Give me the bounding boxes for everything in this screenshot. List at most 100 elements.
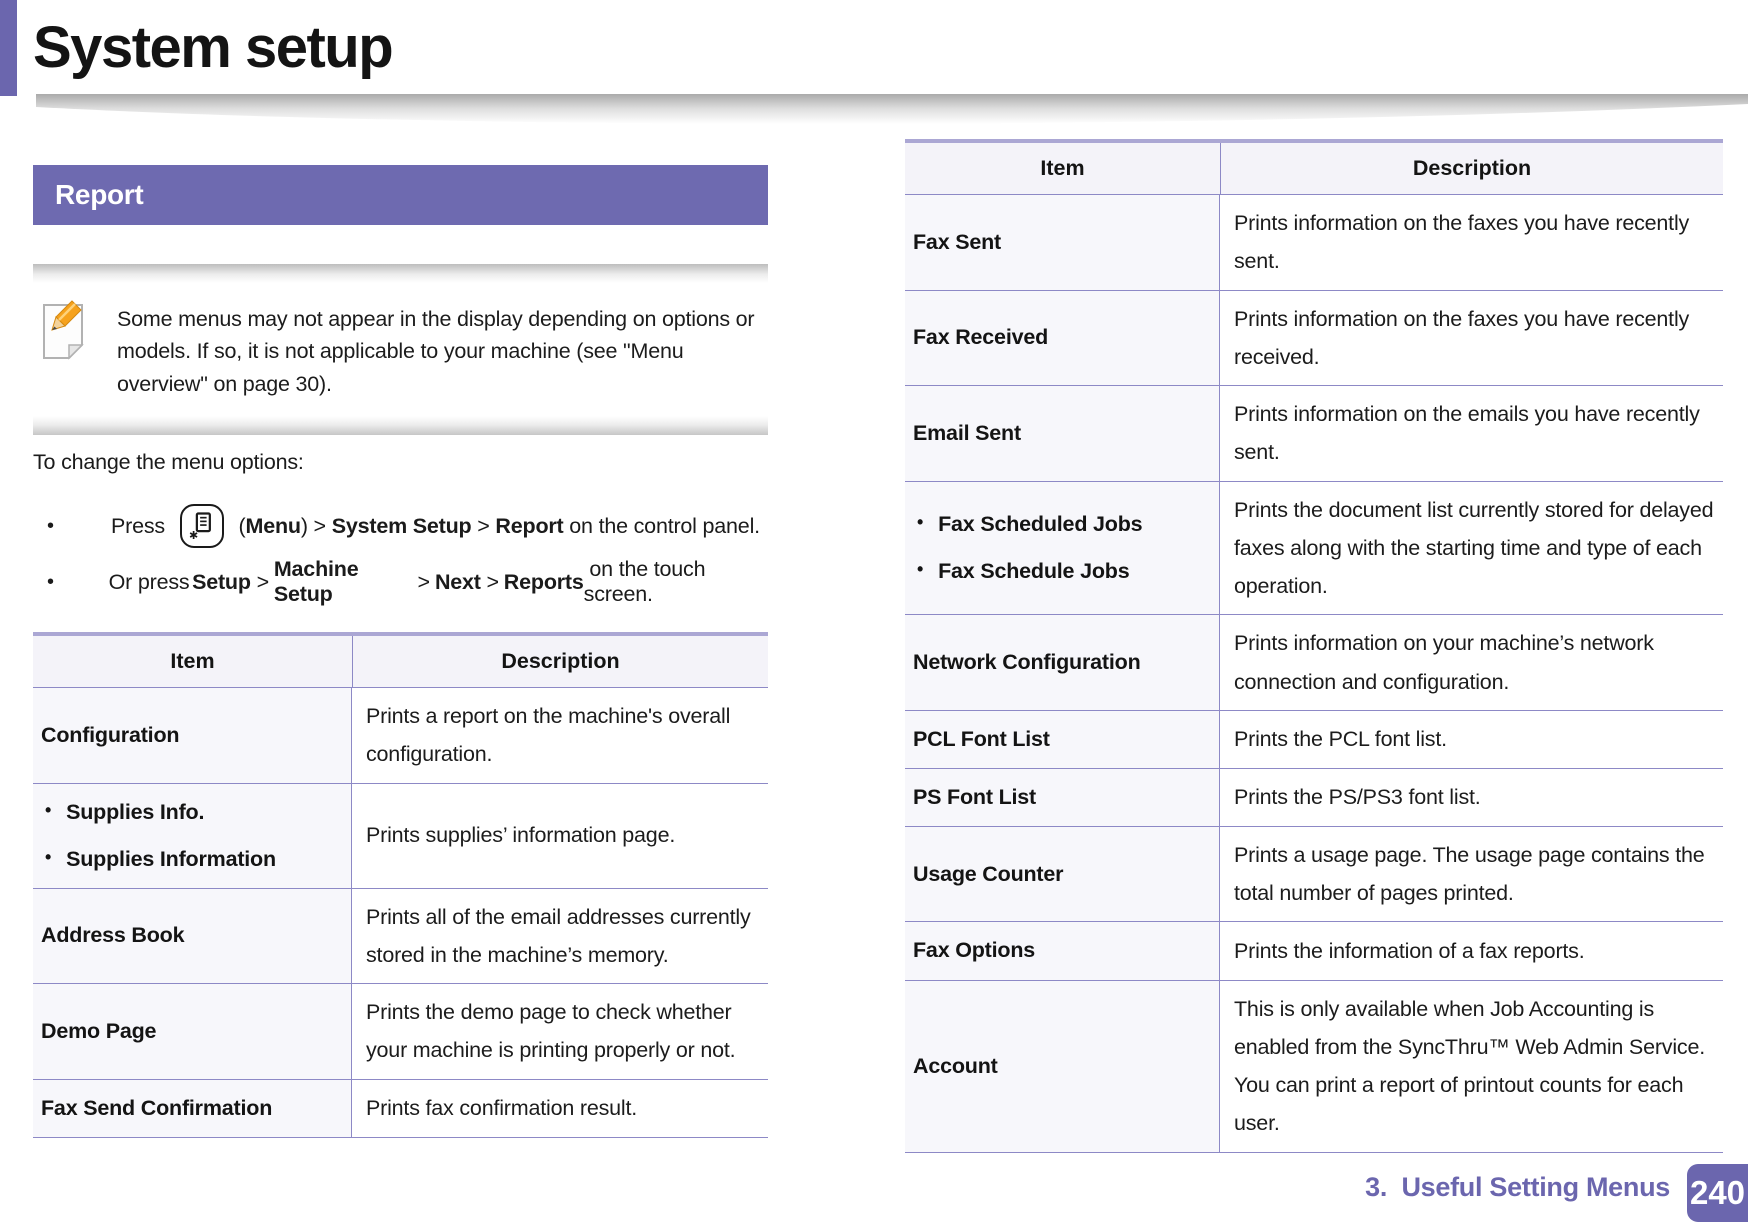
instruction-text: ) > [300,513,332,538]
table-row: • Supplies Info. • Supplies Information Prin… [33,783,768,889]
item-label: Supplies Info. [66,799,205,824]
svg-text:✱: ✱ [189,530,198,540]
description-cell: Prints information on the faxes you have… [1220,195,1723,291]
instruction-text: > [250,569,275,594]
table-row: Configuration Prints a report on the mach… [33,688,768,784]
table-row: Demo Page Prints the demo page to check w… [33,984,768,1080]
column-header: Description [1220,143,1723,195]
item-label: Fax Scheduled Jobs [938,511,1143,536]
description-cell: Prints fax confirmation result. [352,1080,768,1138]
instruction-text: > [417,569,436,594]
table-row: Address Book Prints all of the email addr… [33,888,768,985]
note-box: Some menus may not appear in the display… [33,264,768,435]
instruction-control-panel: Press ✱ (Menu) > System Setup > Report o… [33,500,773,552]
item-label: Account [913,1053,998,1078]
instruction-touch-screen: Or press Setup > Machine Setup> Next > R… [33,556,773,608]
intro-text: To change the menu options: [33,450,304,474]
note-bottom-rule [33,415,768,435]
menu-path-label: Setup [192,569,251,594]
table-row: Network Configuration Prints information … [905,615,1723,711]
description-cell: Prints information on the faxes you have… [1220,291,1723,387]
menu-path-label: Machine Setup [273,557,365,606]
instruction-text: on the control panel. [563,513,760,538]
note-text: Some menus may not appear in the display… [117,307,755,396]
instruction-text: on the touch screen. [583,557,712,606]
bullet-dot: • [917,558,924,579]
item-label: Email Sent [913,420,1021,445]
instruction-text: > [480,569,505,594]
description-cell: Prints the PS/PS3 font list. [1220,769,1723,827]
description-cell: Prints a report on the machine's overall… [352,688,768,784]
item-cell: Fax Options [905,922,1220,981]
item-cell: PS Font List [905,768,1220,827]
bullet-dot: • [45,799,52,820]
item-cell: Fax Sent [905,195,1220,291]
table-row: Account This is only available when Job A… [905,980,1723,1153]
section-header-report: Report [33,165,768,225]
description-cell: Prints the information of a fax reports. [1220,922,1723,981]
column-header: Item [905,143,1220,195]
menu-instructions-list: Press ✱ (Menu) > System Setup > Report o… [33,500,773,612]
instruction-text: > [471,513,496,538]
menu-path-label: Report [495,513,564,538]
column-header: Description [352,636,768,688]
bullet-dot: • [45,846,52,867]
instruction-text: Press [111,513,171,538]
item-label: Address Book [41,923,185,948]
table-row: Email Sent Prints information on the emai… [905,386,1723,482]
description-cell: Prints information on the emails you hav… [1220,386,1723,482]
item-label: Fax Received [913,325,1049,350]
item-label: Fax Schedule Jobs [938,558,1130,583]
instruction-text: ( [232,513,246,538]
item-cell: Address Book [33,888,352,985]
menu-path-label: Menu [245,513,301,538]
page-accent-block [0,0,17,96]
item-cell: Account [905,980,1220,1153]
item-cell: Network Configuration [905,615,1220,711]
description-cell: Prints information on your machine’s net… [1220,615,1723,711]
item-label: Fax Options [913,938,1036,963]
description-cell: This is only available when Job Accounti… [1220,981,1723,1153]
table-row: Fax Received Prints information on the fa… [905,290,1723,387]
instruction-text: Or press [108,569,196,594]
section-title: Report [55,179,144,210]
description-cell: Prints a usage page. The usage page cont… [1220,827,1723,923]
footer-chapter-label: 3. Useful Setting Menus [1365,1172,1670,1202]
page-number: 240 [1689,1174,1746,1211]
menu-path-label: Reports [503,569,584,594]
item-cell: Email Sent [905,386,1220,482]
item-label: Fax Sent [913,229,1002,254]
title-underline-graphic [36,94,1748,124]
page-title: System setup [33,15,394,80]
description-cell: Prints all of the email addresses curren… [352,889,768,985]
description-cell: Prints supplies’ information page. [352,784,768,889]
item-cell: Fax Received [905,290,1220,387]
description-cell: Prints the document list currently store… [1220,482,1723,616]
item-cell: Usage Counter [905,826,1220,923]
table-row: PS Font List Prints the PS/PS3 font list. [905,768,1723,827]
page-number-badge: 240 [1687,1164,1748,1222]
item-cell: •Fax Scheduled Jobs•Fax Schedule Jobs [905,481,1220,616]
description-cell: Prints the PCL font list. [1220,711,1723,769]
table-row: Fax Sent Prints information on the faxes … [905,195,1723,291]
description-cell: Prints the demo page to check whether yo… [352,984,768,1080]
item-cell: PCL Font List [905,710,1220,769]
table-row: Fax Options Prints the information of a f… [905,922,1723,981]
note-pencil-icon [41,299,91,368]
item-label: PS Font List [913,784,1037,809]
item-label: Demo Page [41,1018,157,1043]
item-label: Network Configuration [913,650,1141,675]
item-cell: Fax Send Confirmation [33,1079,352,1138]
menu-path-label: System Setup [331,513,472,538]
item-label: Supplies Information [66,846,276,871]
column-header: Item [33,636,352,688]
item-label: Configuration [41,722,180,747]
